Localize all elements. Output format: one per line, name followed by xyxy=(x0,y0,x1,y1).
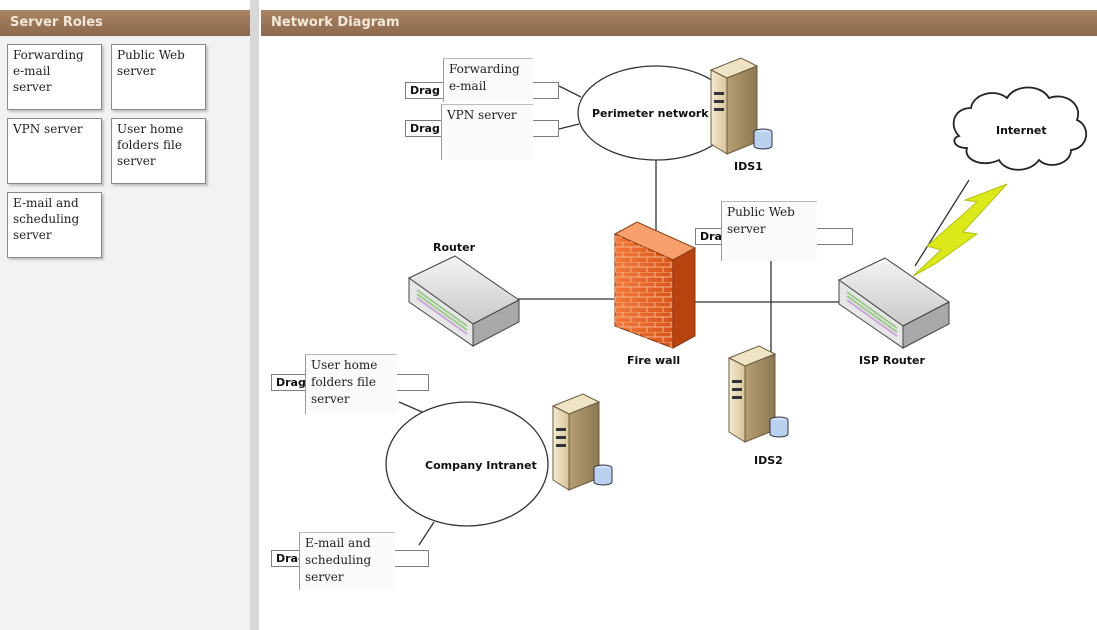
isp-router-label: ISP Router xyxy=(859,354,925,367)
lightning-icon xyxy=(912,183,1008,277)
role-card-public-web[interactable]: Public Web server xyxy=(111,44,206,110)
placed-card-email-scheduling[interactable]: E-mail and scheduling server xyxy=(299,532,395,590)
ids2-label: IDS2 xyxy=(754,454,783,467)
ids1-label: IDS1 xyxy=(734,160,763,173)
placed-card-vpn[interactable]: VPN server xyxy=(441,104,533,160)
router-icon xyxy=(408,255,520,347)
firewall-label: Fire wall xyxy=(627,354,681,367)
server-roles-header: Server Roles xyxy=(0,10,250,36)
company-intranet-ellipse xyxy=(385,401,549,527)
placed-card-public-web[interactable]: Public Web server xyxy=(721,201,817,261)
company-intranet-label: Company Intranet xyxy=(425,459,537,472)
server-roles-title: Server Roles xyxy=(10,15,103,30)
network-diagram-title: Network Diagram xyxy=(271,15,400,30)
network-diagram-header: Network Diagram xyxy=(261,10,1097,36)
role-card-forwarding-email[interactable]: Forwarding e-mail server xyxy=(7,44,102,110)
role-card-vpn[interactable]: VPN server xyxy=(7,118,102,184)
panel-divider[interactable] xyxy=(250,0,259,630)
internet-label: Internet xyxy=(996,124,1047,137)
router-icon xyxy=(838,257,950,349)
server-roles-panel: Forwarding e-mail server Public Web serv… xyxy=(0,36,250,630)
router-label: Router xyxy=(433,241,476,254)
perimeter-network-label: Perimeter network xyxy=(592,107,709,120)
cloud-icon xyxy=(952,86,1087,171)
server-tower-icon xyxy=(551,393,613,491)
firewall-icon xyxy=(613,221,697,349)
placed-card-forwarding-email[interactable]: Forwarding e-mail xyxy=(443,58,533,102)
server-tower-icon xyxy=(709,57,773,155)
placed-card-user-home-folders[interactable]: User home folders file server xyxy=(305,354,397,414)
role-card-email-scheduling[interactable]: E-mail and scheduling server xyxy=(7,192,102,258)
network-diagram-canvas: Perimeter network IDS1 Internet Router F… xyxy=(259,36,1097,630)
server-tower-icon xyxy=(727,345,789,443)
role-card-user-home-folders[interactable]: User home folders file server xyxy=(111,118,206,184)
